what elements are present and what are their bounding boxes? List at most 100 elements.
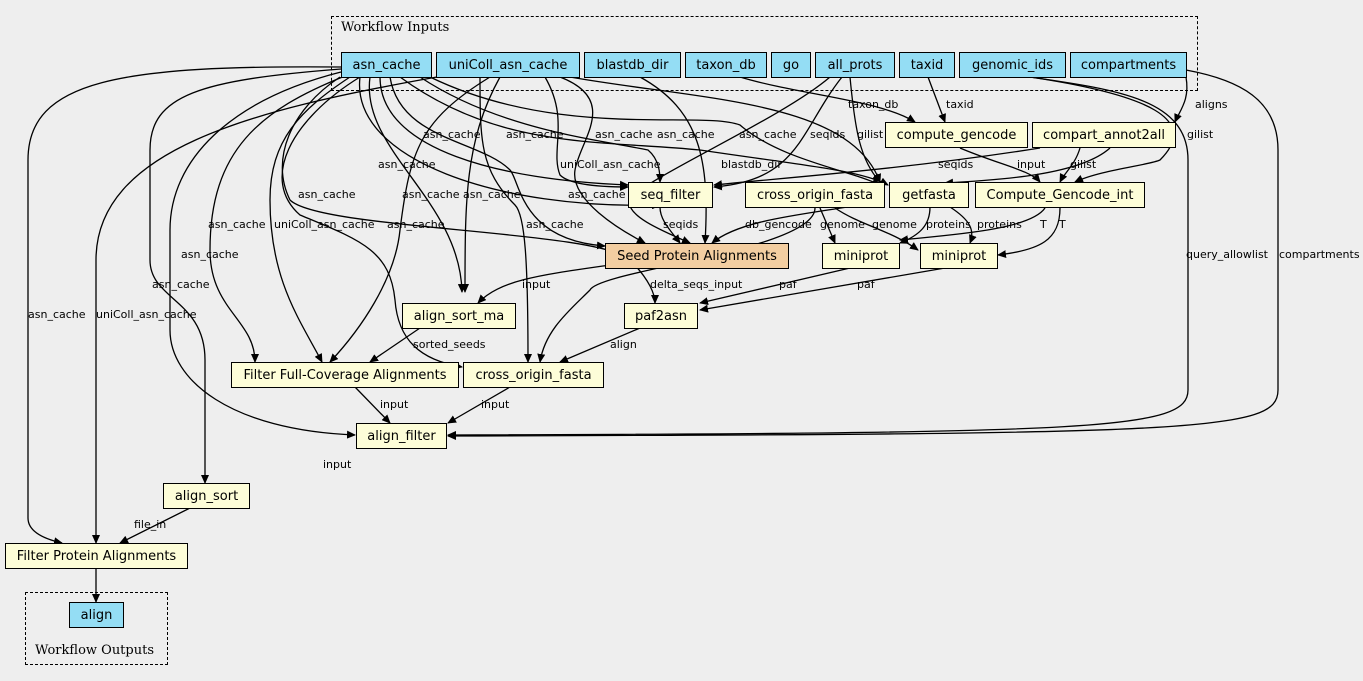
edge-label-genome-2: genome bbox=[872, 218, 917, 231]
edge-asn-cache-to-filter-full-b bbox=[269, 76, 351, 363]
step-miniprot-b[interactable]: miniprot bbox=[920, 243, 998, 269]
step-seq-filter[interactable]: seq_filter bbox=[628, 182, 713, 208]
edge-label-asn-cache-5: asn_cache bbox=[739, 128, 797, 141]
edge-label-align-1: align bbox=[610, 338, 637, 351]
edge-label-asn-cache-1: asn_cache bbox=[423, 128, 481, 141]
step-filter-full-coverage[interactable]: Filter Full-Coverage Alignments bbox=[231, 362, 459, 388]
edge-label-asn-cache-13: asn_cache bbox=[526, 218, 584, 231]
edge-asn-cache-to-align-sort-ma bbox=[368, 76, 466, 293]
edge-taxid-to-compute-gencode bbox=[927, 76, 946, 123]
step-cross-origin-fasta-bottom[interactable]: cross_origin_fasta bbox=[463, 362, 604, 388]
edge-label-query-allowlist: query_allowlist bbox=[1186, 248, 1269, 261]
edge-label-aligns: aligns bbox=[1195, 98, 1228, 111]
edge-seed-to-align-sort-ma bbox=[477, 264, 611, 304]
edge-label-asn-cache-15: asn_cache bbox=[152, 278, 210, 291]
edge-label-asn-cache-2: asn_cache bbox=[506, 128, 564, 141]
edge-label-input-1: input bbox=[1017, 158, 1046, 171]
edge-label-unicoll-1: uniColl_asn_cache bbox=[560, 158, 661, 171]
workflow-inputs-label: Workflow Inputs bbox=[341, 20, 450, 35]
input-blastdb-dir[interactable]: blastdb_dir bbox=[584, 52, 681, 78]
edge-asn-cache-to-filter-protein bbox=[27, 66, 342, 546]
edge-label-db-gencode: db_gencode bbox=[745, 218, 812, 231]
edge-label-asn-cache-9: asn_cache bbox=[463, 188, 521, 201]
output-align[interactable]: align bbox=[69, 602, 124, 628]
edge-align-sort-to-filter-protein bbox=[119, 507, 191, 544]
input-unicoll-asn-cache[interactable]: uniColl_asn_cache bbox=[436, 52, 580, 78]
input-genomic-ids[interactable]: genomic_ids bbox=[959, 52, 1066, 78]
edge-label-input-3: input bbox=[380, 398, 409, 411]
step-getfasta[interactable]: getfasta bbox=[889, 182, 969, 208]
edge-label-paf-2: paf bbox=[857, 278, 876, 291]
edge-unicoll-to-cross-bottom bbox=[479, 76, 532, 363]
edge-cross-top-to-miniprot-a bbox=[819, 207, 836, 244]
workflow-outputs-label: Workflow Outputs bbox=[35, 643, 154, 658]
edge-compartments-to-compart-annot bbox=[1174, 76, 1188, 123]
step-filter-protein-alignments[interactable]: Filter Protein Alignments bbox=[5, 543, 188, 569]
step-miniprot-a[interactable]: miniprot bbox=[822, 243, 900, 269]
edge-label-input-4: input bbox=[481, 398, 510, 411]
edge-asn-cache-to-filter-full-a bbox=[209, 75, 346, 363]
edge-label-asn-cache-8: asn_cache bbox=[402, 188, 460, 201]
edge-label-input-2: input bbox=[522, 278, 551, 291]
edge-unicoll-to-filter-protein bbox=[92, 76, 438, 544]
edge-int-to-miniprot-b bbox=[997, 207, 1061, 259]
edge-asn-cache-to-seq-filter bbox=[379, 76, 629, 189]
edge-label-paf-1: paf bbox=[779, 278, 798, 291]
edge-unicoll-to-filter-full bbox=[329, 76, 491, 363]
edge-align-sort-ma-to-filter-full bbox=[369, 327, 421, 363]
edge-label-proteins-1: proteins bbox=[926, 218, 971, 231]
edge-label-seqids-1: seqids bbox=[810, 128, 846, 141]
input-all-prots[interactable]: all_prots bbox=[815, 52, 895, 78]
edge-label-compartments: compartments bbox=[1279, 248, 1360, 261]
edge-asn-cache-to-seq-filter-b bbox=[358, 76, 661, 210]
edge-label-genome-1: genome bbox=[820, 218, 865, 231]
edge-label-asn-cache-10: asn_cache bbox=[568, 188, 626, 201]
edge-label-seqids-2: seqids bbox=[938, 158, 974, 171]
edge-label-gilist-1: gilist bbox=[857, 128, 884, 141]
step-seed-protein-alignments[interactable]: Seed Protein Alignments bbox=[605, 243, 789, 269]
edge-label-asn-cache-3: asn_cache bbox=[595, 128, 653, 141]
edge-int-to-miniprot-a bbox=[899, 207, 1046, 244]
edge-compute-gencode-to-int bbox=[959, 147, 1041, 183]
edge-label-asn-cache-16: asn_cache bbox=[28, 308, 86, 321]
edge-label-asn-cache-7: asn_cache bbox=[298, 188, 356, 201]
edge-miniprot-a-to-paf2asn bbox=[699, 267, 851, 306]
step-compart-annot2all[interactable]: compart_annot2all bbox=[1032, 122, 1176, 148]
edge-label-delta-seqs: delta_seqs_input bbox=[650, 278, 743, 291]
edge-seq-filter-to-seed bbox=[659, 206, 681, 244]
edge-unicoll-to-getfasta bbox=[569, 76, 881, 183]
step-align-filter[interactable]: align_filter bbox=[356, 423, 447, 449]
edge-label-asn-cache-4: asn_cache bbox=[657, 128, 715, 141]
step-paf2asn[interactable]: paf2asn bbox=[624, 303, 698, 329]
input-taxid[interactable]: taxid bbox=[899, 52, 955, 78]
edge-filter-full-to-align-filter bbox=[354, 386, 391, 424]
edge-cross-top-to-cross-bottom bbox=[537, 207, 816, 363]
step-compute-gencode-int[interactable]: Compute_Gencode_int bbox=[975, 182, 1145, 208]
edge-label-seqids-3: seqids bbox=[663, 218, 699, 231]
edge-label-proteins-2: proteins bbox=[977, 218, 1022, 231]
edge-unicoll-to-seed bbox=[559, 76, 646, 244]
edge-cross-bottom-to-align-filter bbox=[447, 386, 511, 424]
edge-label-taxid: taxid bbox=[946, 98, 974, 111]
edge-label-taxon-db: taxon_db bbox=[848, 98, 898, 111]
edge-all-prots-to-getfasta bbox=[849, 76, 881, 183]
step-align-sort[interactable]: align_sort bbox=[163, 483, 250, 509]
edge-asn-cache-to-cross-bottom bbox=[281, 76, 463, 370]
input-asn-cache[interactable]: asn_cache bbox=[341, 52, 432, 78]
input-go[interactable]: go bbox=[771, 52, 811, 78]
input-taxon-db[interactable]: taxon_db bbox=[685, 52, 767, 78]
input-compartments[interactable]: compartments bbox=[1070, 52, 1187, 78]
edge-asn-cache-to-getfasta-b bbox=[429, 76, 881, 186]
edge-getfasta-to-seed bbox=[711, 204, 861, 244]
workflow-inputs-cluster bbox=[331, 16, 1198, 91]
edge-label-unicoll-2: uniColl_asn_cache bbox=[274, 218, 375, 231]
edge-label-blastdb: blastdb_dir bbox=[721, 158, 782, 171]
edge-label-asn-cache-14: asn_cache bbox=[181, 248, 239, 261]
edge-label-asn-cache-11: asn_cache bbox=[208, 218, 266, 231]
step-align-sort-ma[interactable]: align_sort_ma bbox=[402, 303, 516, 329]
edge-label-t-2: T bbox=[1058, 218, 1066, 231]
edge-asn-cache-to-seed bbox=[389, 76, 606, 250]
step-compute-gencode[interactable]: compute_gencode bbox=[885, 122, 1028, 148]
step-cross-origin-fasta-top[interactable]: cross_origin_fasta bbox=[745, 182, 885, 208]
